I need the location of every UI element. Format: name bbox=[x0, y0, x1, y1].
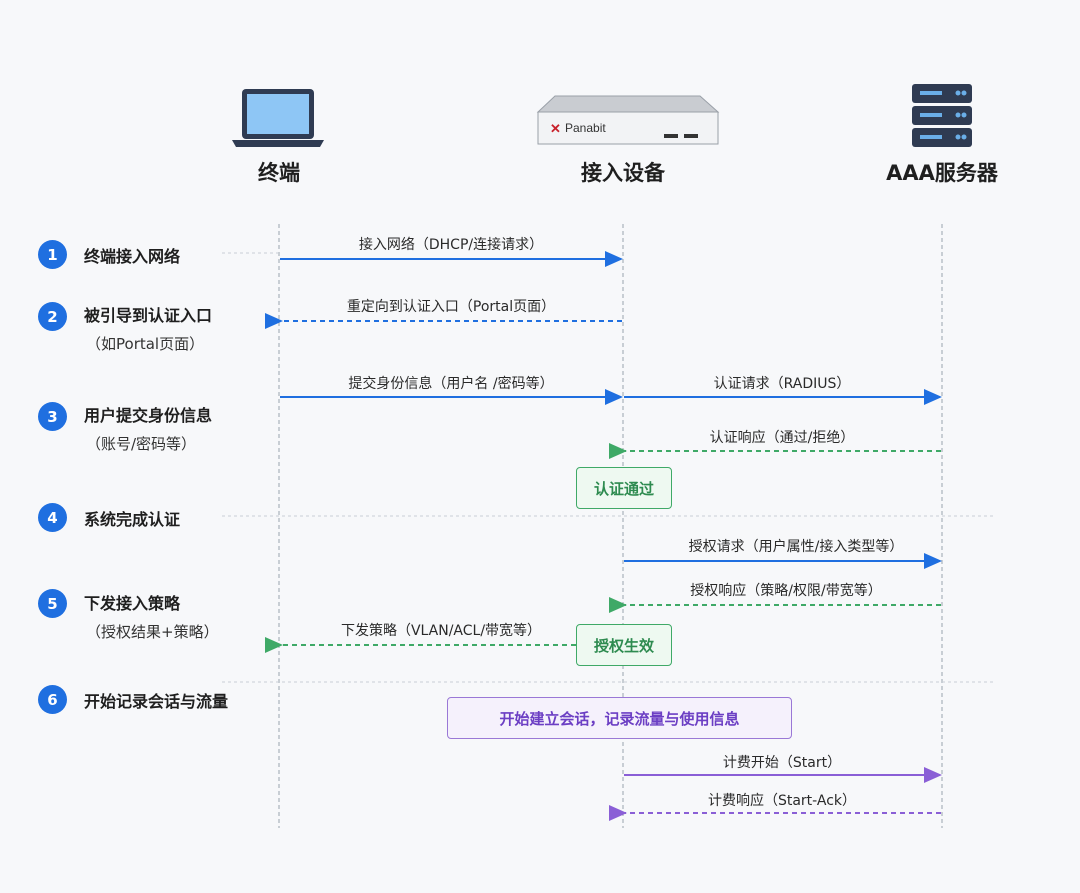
msg-label-4: 认证请求（RADIUS） bbox=[713, 376, 851, 392]
msg-label-2: 重定向到认证入口（Portal页面） bbox=[346, 299, 556, 315]
actor-label-access-device: 接入设备 bbox=[581, 161, 665, 185]
step-title: 下发接入策略 bbox=[84, 594, 181, 613]
step-title: 终端接入网络 bbox=[84, 247, 181, 266]
step-number: 5 bbox=[38, 589, 67, 618]
step-subtitle: （授权结果+策略） bbox=[86, 623, 219, 641]
server-rack-icon bbox=[912, 84, 972, 147]
actor-label-aaa-server: AAA服务器 bbox=[886, 161, 998, 185]
step-number: 4 bbox=[38, 503, 67, 532]
msg-label-9: 计费开始（Start） bbox=[722, 755, 842, 771]
step-title: 开始记录会话与流量 bbox=[84, 692, 229, 711]
msg-label-7: 授权响应（策略/权限/带宽等） bbox=[690, 583, 882, 599]
msg-label-10: 计费响应（Start-Ack） bbox=[707, 793, 857, 809]
msg-label-5: 认证响应（通过/拒绝） bbox=[709, 430, 855, 446]
step-number: 2 bbox=[38, 302, 67, 331]
msg-label-1: 接入网络（DHCP/连接请求） bbox=[358, 237, 544, 253]
step-subtitle: （账号/密码等） bbox=[86, 435, 197, 453]
note-auth-pass: 认证通过 bbox=[576, 467, 672, 509]
msg-label-6: 授权请求（用户属性/接入类型等） bbox=[688, 539, 904, 555]
note-session-start: 开始建立会话，记录流量与使用信息 bbox=[447, 697, 792, 739]
msg-label-3: 提交身份信息（用户名 /密码等） bbox=[348, 376, 554, 392]
step-subtitle: （如Portal页面） bbox=[86, 335, 205, 353]
step-title: 用户提交身份信息 bbox=[84, 406, 213, 425]
brand-text: Panabit bbox=[565, 121, 606, 135]
network-appliance-icon: ✕ Panabit bbox=[536, 95, 720, 145]
step-number: 3 bbox=[38, 402, 67, 431]
step-number: 1 bbox=[38, 240, 67, 269]
laptop-icon bbox=[232, 89, 324, 147]
msg-label-8: 下发策略（VLAN/ACL/带宽等） bbox=[340, 623, 542, 639]
step-title: 被引导到认证入口 bbox=[84, 306, 213, 325]
step-number: 6 bbox=[38, 685, 67, 714]
step-title: 系统完成认证 bbox=[84, 510, 181, 529]
note-auth-effective: 授权生效 bbox=[576, 624, 672, 666]
actor-label-terminal: 终端 bbox=[258, 161, 300, 185]
svg-text:✕: ✕ bbox=[550, 121, 561, 136]
